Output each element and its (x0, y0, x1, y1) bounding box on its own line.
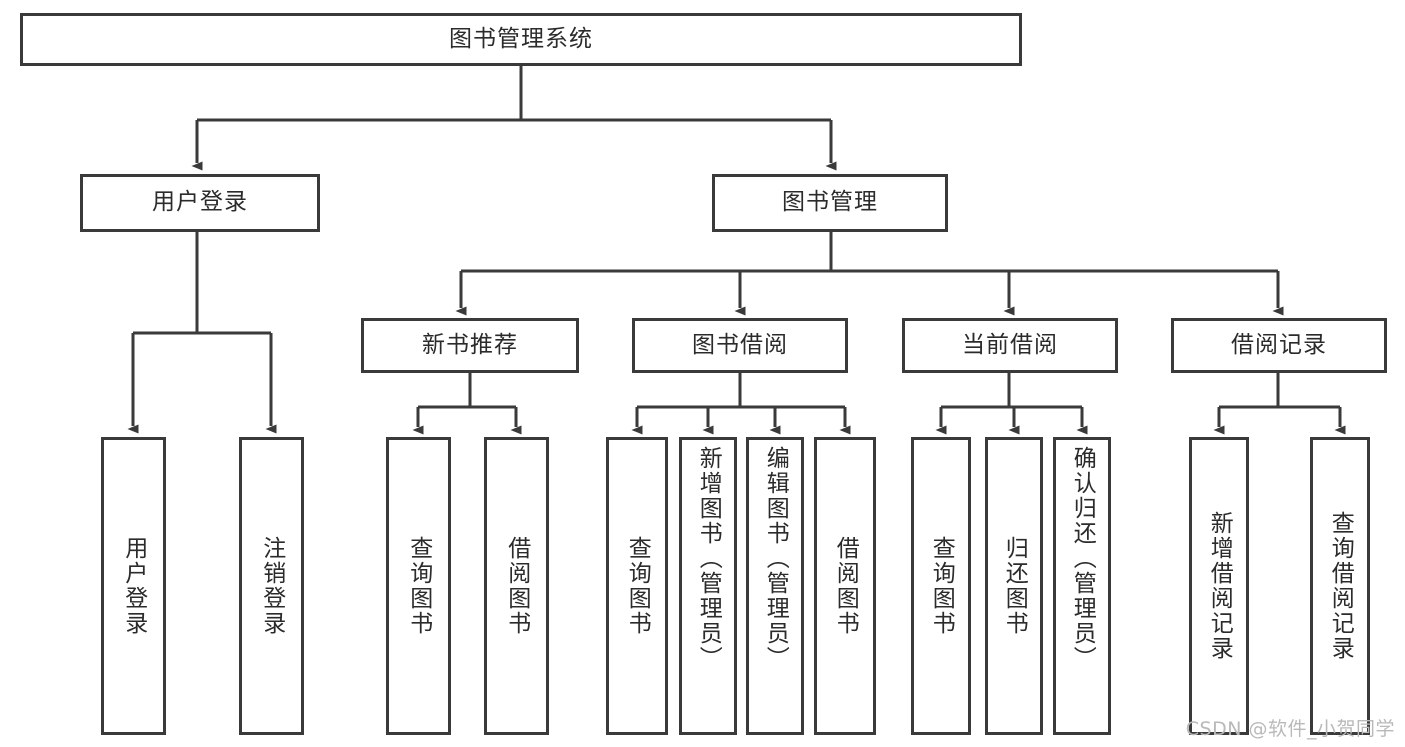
node-leaf-query-record[interactable]: 查询借阅记录 (1310, 437, 1370, 735)
node-leaf-return-book[interactable]: 归还图书 (985, 437, 1043, 735)
node-new-book-recommend-label: 新书推荐 (422, 331, 518, 358)
node-new-book-recommend[interactable]: 新书推荐 (361, 318, 579, 373)
node-leaf-borrow-book-1[interactable]: 借阅图书 (484, 437, 549, 735)
node-leaf-confirm-return[interactable]: 确认归还（管理员） (1053, 437, 1111, 735)
node-leaf-user-login[interactable]: 用户登录 (101, 437, 166, 735)
node-leaf-edit-book-label: 编辑图书（管理员） (762, 446, 789, 671)
node-current-borrow[interactable]: 当前借阅 (902, 318, 1118, 373)
node-leaf-return-book-label: 归还图书 (1001, 536, 1028, 636)
node-leaf-query-book-2[interactable]: 查询图书 (606, 437, 668, 735)
watermark-text: CSDN @软件_小贺同学 (1185, 718, 1395, 740)
node-leaf-add-book-label: 新增图书（管理员） (695, 446, 722, 671)
node-leaf-borrow-book-2[interactable]: 借阅图书 (814, 437, 876, 735)
node-book-manage-label: 图书管理 (782, 189, 878, 216)
node-leaf-add-record-label: 新增借阅记录 (1206, 511, 1233, 661)
node-user-login-label: 用户登录 (152, 189, 248, 216)
node-current-borrow-label: 当前借阅 (962, 331, 1058, 358)
node-root-label: 图书管理系统 (449, 25, 593, 52)
node-book-borrow[interactable]: 图书借阅 (632, 318, 848, 373)
node-leaf-query-book-2-label: 查询图书 (624, 536, 651, 636)
node-leaf-query-record-label: 查询借阅记录 (1327, 511, 1354, 661)
node-leaf-query-book-1[interactable]: 查询图书 (386, 437, 451, 735)
node-leaf-query-book-1-label: 查询图书 (405, 536, 432, 636)
node-leaf-user-login-label: 用户登录 (120, 536, 147, 636)
node-leaf-borrow-book-2-label: 借阅图书 (832, 536, 859, 636)
node-book-manage[interactable]: 图书管理 (712, 174, 948, 232)
node-leaf-add-book[interactable]: 新增图书（管理员） (679, 437, 737, 735)
node-leaf-borrow-book-1-label: 借阅图书 (503, 536, 530, 636)
node-borrow-record-label: 借阅记录 (1231, 331, 1327, 358)
node-leaf-user-logout-label: 注销登录 (258, 536, 285, 636)
node-leaf-add-record[interactable]: 新增借阅记录 (1189, 437, 1249, 735)
node-borrow-record[interactable]: 借阅记录 (1171, 318, 1387, 373)
node-leaf-edit-book[interactable]: 编辑图书（管理员） (746, 437, 804, 735)
node-root[interactable]: 图书管理系统 (20, 13, 1022, 66)
node-book-borrow-label: 图书借阅 (692, 331, 788, 358)
node-leaf-user-logout[interactable]: 注销登录 (239, 437, 304, 735)
node-user-login[interactable]: 用户登录 (80, 174, 320, 232)
node-leaf-query-book-3-label: 查询图书 (928, 536, 955, 636)
node-leaf-confirm-return-label: 确认归还（管理员） (1069, 446, 1096, 671)
node-leaf-query-book-3[interactable]: 查询图书 (911, 437, 971, 735)
